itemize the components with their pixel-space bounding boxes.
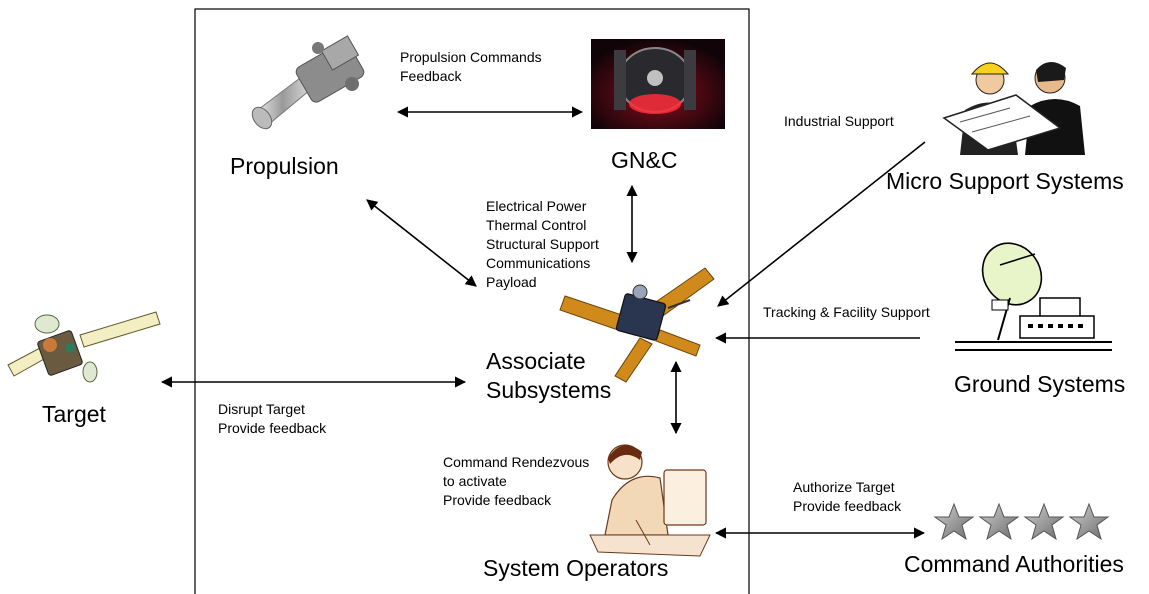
- edge-label-authorities-1: Authorize Target: [793, 479, 895, 495]
- rocket-engine-icon: [251, 35, 365, 130]
- label-propulsion: Propulsion: [230, 153, 339, 179]
- satellite-icon: [559, 267, 715, 383]
- edge-label-propulsion-gnc-1: Propulsion Commands: [400, 49, 542, 65]
- label-associate-line2: Subsystems: [486, 377, 611, 403]
- system-boundary: [194, 8, 750, 594]
- arrow-propulsion-associate: [366, 199, 477, 287]
- edge-label-gnc-associate-5: Payload: [486, 274, 537, 290]
- edge-label-propulsion-gnc-2: Feedback: [400, 68, 462, 84]
- label-ground-systems: Ground Systems: [954, 371, 1125, 397]
- edge-label-gnc-associate-1: Electrical Power: [486, 198, 587, 214]
- gyroscope-icon: [591, 39, 725, 129]
- label-system-operators: System Operators: [483, 555, 668, 581]
- label-gnc: GN&C: [611, 147, 677, 173]
- label-micro-support: Micro Support Systems: [886, 168, 1124, 194]
- edge-label-operators-3: Provide feedback: [443, 492, 552, 508]
- edge-label-ground-associate: Tracking & Facility Support: [763, 304, 930, 320]
- edge-label-target-associate-1: Disrupt Target: [218, 401, 305, 417]
- label-command-authorities: Command Authorities: [904, 551, 1124, 577]
- edge-label-authorities-2: Provide feedback: [793, 498, 902, 514]
- edge-label-gnc-associate-4: Communications: [486, 255, 590, 271]
- arrow-micro-associate: [717, 141, 926, 307]
- operator-at-computer-icon: [589, 444, 711, 557]
- label-associate-line1: Associate: [486, 348, 586, 374]
- four-stars-icon: [933, 502, 1110, 541]
- edge-label-operators-1: Command Rendezvous: [443, 454, 589, 470]
- edge-label-micro-associate: Industrial Support: [784, 113, 894, 129]
- target-satellite-icon: [7, 311, 161, 383]
- edge-label-target-associate-2: Provide feedback: [218, 420, 327, 436]
- label-target: Target: [42, 401, 107, 427]
- edge-label-gnc-associate-2: Thermal Control: [486, 217, 586, 233]
- ground-station-dish-icon: [955, 242, 1112, 351]
- edge-label-gnc-associate-3: Structural Support: [486, 236, 599, 252]
- engineers-with-blueprint-icon: [942, 61, 1085, 155]
- edge-label-operators-2: to activate: [443, 473, 507, 489]
